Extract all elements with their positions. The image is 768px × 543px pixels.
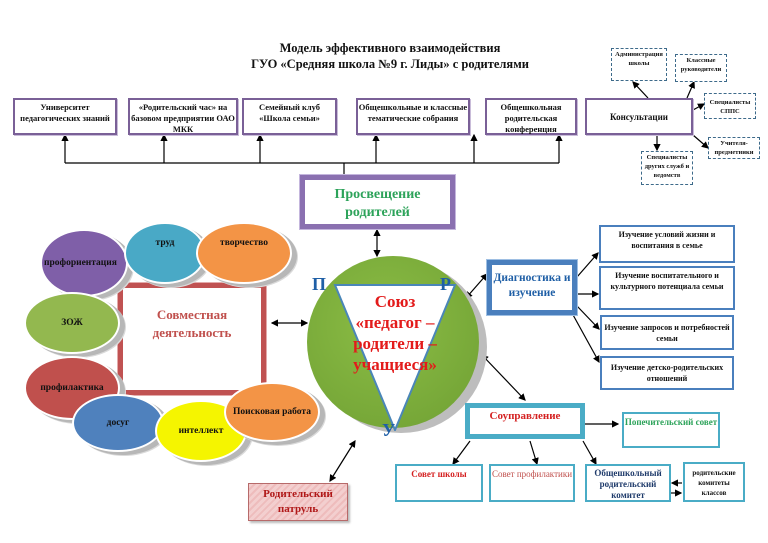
title-line-1: Модель эффективного взаимодействия — [279, 41, 501, 55]
box-board-of-trustees: Попечительский совет — [622, 412, 720, 448]
box-parent-hour: «Родительский час» на базовом предприяти… — [128, 98, 238, 135]
activity-career-guidance: профориентация — [40, 229, 128, 297]
union-line-1: Союз — [374, 292, 416, 311]
union-triangle — [333, 284, 457, 431]
vertex-teacher: П — [312, 274, 327, 294]
consultant-subject-teachers: Учителя-предметники — [708, 137, 760, 159]
box-university: Университет педагогических знаний — [13, 98, 117, 135]
box-family-club: Семейный клуб «Школа семьи» — [242, 98, 337, 135]
consultant-class-teachers: Классные руководители — [675, 54, 727, 82]
study-living-conditions: Изучение условий жизни и воспитания в се… — [599, 225, 735, 263]
consultant-other-services: Специалисты других служб и ведомств — [641, 151, 693, 185]
study-parent-child-relations: Изучение детско-родительских отношений — [600, 356, 734, 390]
box-parent-patrol: Родительский патруль — [248, 483, 348, 521]
top-bus-lines — [61, 80, 709, 497]
union-line-2: «педагог – — [355, 313, 435, 332]
box-diagnostics: Диагностика и изучение — [486, 259, 578, 316]
vertex-parents: Р — [440, 274, 451, 294]
box-parent-education: Просвещение родителей — [299, 174, 456, 230]
box-class-committees: родительские комитеты классов — [683, 462, 745, 502]
box-prevention-council: Совет профилактики — [489, 464, 575, 502]
union-label: Союз «педагог – родители – учащиеся» — [340, 291, 450, 375]
diagram-title: Модель эффективного взаимодействия ГУО «… — [180, 40, 600, 72]
title-line-2: ГУО «Средняя школа №9 г. Лиды» с родител… — [251, 57, 529, 71]
study-requests-needs: Изучение запросов и потребностей семьи — [600, 315, 734, 350]
union-line-3: родители – — [353, 334, 437, 353]
vertex-students: У — [382, 420, 396, 440]
box-self-government: Соуправление — [465, 403, 585, 439]
activity-search-work: Поисковая работа — [224, 382, 320, 442]
activity-creativity: творчество — [196, 222, 292, 284]
consultant-spps: Специалисты СППС — [704, 93, 756, 119]
box-meetings: Общешкольные и классные тематические соб… — [356, 98, 470, 135]
union-line-4: учащиеся» — [353, 355, 437, 374]
box-conference: Общешкольная родительская конференция — [485, 98, 577, 135]
box-consultations: Консультации — [585, 98, 693, 135]
study-educational-potential: Изучение воспитательного и культурного п… — [599, 266, 735, 310]
activity-labor: труд — [124, 222, 206, 284]
activity-healthy-lifestyle: ЗОЖ — [24, 292, 120, 354]
activity-leisure: досуг — [72, 394, 164, 452]
box-parent-committee: Общешкольный родительский комитет — [585, 464, 671, 502]
box-school-council: Совет школы — [395, 464, 483, 502]
consultant-administration: Администрация школы — [611, 48, 667, 81]
box-joint-activity: Совместная деятельность — [117, 282, 267, 396]
